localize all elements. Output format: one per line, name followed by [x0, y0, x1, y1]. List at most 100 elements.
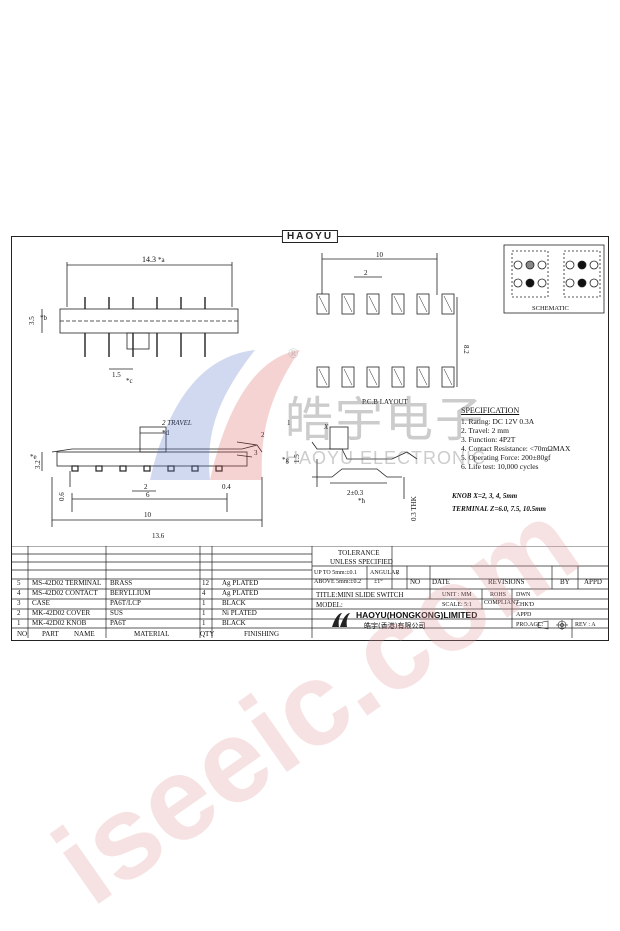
- bom-header-finishing: FINISHING: [244, 630, 279, 638]
- bom-part: MS-42D02 TERMINAL: [32, 579, 102, 587]
- bom-material: PA6T: [110, 619, 127, 627]
- note-h: *h: [358, 497, 366, 505]
- pcb-dim-82: 8.2: [462, 345, 470, 354]
- bom-material: BERYLLIUM: [110, 589, 151, 597]
- dim-side-04: 0.4: [222, 483, 231, 491]
- tol-up-to: UP TO 5mm:±0.1: [314, 570, 358, 576]
- bom-material: BRASS: [110, 579, 133, 587]
- bom-no: 4: [17, 589, 21, 597]
- dim-side-136: 13.6: [152, 532, 165, 540]
- bom-part: MK-42D02 COVER: [32, 609, 91, 617]
- bom-part: CASE: [32, 599, 50, 607]
- appd-label: APPD: [516, 612, 532, 618]
- rev-by: BY: [560, 578, 570, 586]
- angular-value: ±1°: [374, 579, 383, 585]
- spec-line: 5. Operating Force: 200±80gf: [461, 453, 551, 462]
- spec-line: 4. Contact Resistance: <70mΩMAX: [461, 444, 571, 453]
- title-block-grid: [12, 546, 608, 638]
- scale-label: SCALE: 5:1: [442, 602, 472, 608]
- spec-line: 6. Life test: 10,000 cycles: [461, 462, 539, 471]
- dim-side-10: 10: [144, 511, 152, 519]
- bom-header-qty: QTY: [200, 630, 215, 638]
- knob-thk: 0.3 THK: [410, 496, 418, 521]
- model-label: MODEL:: [316, 601, 343, 609]
- schematic-contacts: [513, 260, 599, 288]
- knob-x: X: [323, 423, 329, 431]
- rev-date: DATE: [432, 578, 450, 586]
- knob-dim-15: 1.5: [293, 454, 301, 463]
- callout-2: 2: [261, 431, 265, 439]
- spec-line: 3. Function: 4P2T: [461, 435, 516, 444]
- pcb-dim-2: 2: [364, 269, 368, 277]
- bom-material: SUS: [110, 609, 123, 617]
- rev-revisions: REVISIONS: [488, 578, 525, 586]
- bom-qty: 12: [202, 579, 209, 587]
- drawing-canvas: 14.3 *a 3.5 *b 1.5 *c 2 TRAVEL *d 2 3 *e…: [28, 244, 605, 540]
- company-name: HAOYU(HONGKONG)LIMITED: [356, 610, 478, 620]
- spec-title: SPECIFICATION: [461, 406, 520, 415]
- pcb-layout: [321, 253, 458, 387]
- dim-pitch: 1.5: [112, 371, 121, 379]
- dim-side-2: 2: [144, 483, 148, 491]
- chkd-label: CHK'D: [516, 602, 535, 608]
- projection-symbol-icon: [537, 620, 568, 630]
- tol-above: ABOVE 5mm:±0.2: [314, 579, 361, 585]
- note-g: *g: [282, 456, 290, 464]
- bom-header-name: NAME: [74, 630, 95, 638]
- spec-line: 1. Rating: DC 12V 0.3A: [461, 417, 535, 426]
- knob-detail: [311, 426, 418, 499]
- note-c: *c: [126, 377, 133, 385]
- knob-callout-1: 1: [287, 419, 291, 427]
- bom-qty: 4: [202, 589, 206, 597]
- callout-3: 3: [254, 449, 258, 457]
- bom-header-no: NO: [17, 630, 28, 638]
- side-view: [41, 426, 263, 527]
- dim-top-height: 3.5: [28, 316, 36, 325]
- unit-label: UNIT : MM: [442, 592, 472, 598]
- dim-leg: 0.6: [58, 492, 66, 501]
- note-a: *a: [158, 256, 166, 264]
- note-e: *e: [30, 453, 37, 461]
- bom-finishing: Ag PLATED: [222, 589, 259, 597]
- company-name-cn: 皓宇(香港)有限公司: [364, 622, 426, 630]
- terminal-note: TERMINAL Z=6.0, 7.5, 10.5mm: [452, 505, 546, 513]
- dim-top-width: 14.3: [142, 255, 156, 264]
- dim-side-height: 3.2: [34, 460, 42, 469]
- spec-line: 2. Travel: 2 mm: [461, 426, 509, 435]
- compliant-label: COMPLIANT: [484, 600, 520, 606]
- bom-finishing: Ni PLATED: [222, 609, 257, 617]
- bom-part: MK-42D02 KNOB: [32, 619, 87, 627]
- note-d: *d: [162, 429, 170, 437]
- rev-no: NO: [410, 578, 421, 586]
- top-view: [41, 262, 239, 370]
- rohs-label: ROHS: [490, 592, 507, 598]
- bom-finishing: Ag PLATED: [222, 579, 259, 587]
- rev-label: REV : A: [575, 622, 596, 628]
- bom-material: PA6T/LCP: [110, 599, 141, 607]
- bom-part: MS-42D02 CONTACT: [32, 589, 98, 597]
- bom-no: 2: [17, 609, 21, 617]
- note-b: *b: [40, 314, 48, 322]
- bom-qty: 1: [202, 599, 206, 607]
- unless-label: UNLESS SPECIFIED: [330, 558, 393, 566]
- company-logo-icon: [332, 613, 350, 627]
- pcb-dim-10: 10: [376, 251, 384, 259]
- knob-dim-2: 2±0.3: [347, 489, 364, 497]
- pro-agl-label: PRO.AGL:: [516, 622, 544, 628]
- bom-no: 3: [17, 599, 21, 607]
- rev-appd: APPD: [584, 578, 602, 586]
- pcb-pads: [316, 293, 455, 388]
- bom-header-material: MATERIAL: [134, 630, 170, 638]
- rev-slash: /: [397, 569, 399, 577]
- schematic-label: SCHEMATIC: [532, 305, 569, 312]
- bom-finishing: BLACK: [222, 619, 246, 627]
- tolerance-label: TOLERANCE: [338, 549, 380, 557]
- drawing-title: TITLE:MINI SLIDE SWITCH: [316, 591, 404, 599]
- pcb-title: P.C.B LAYOUT: [362, 398, 409, 406]
- dwn-label: DWN: [516, 592, 531, 598]
- brand-tab: HAOYU: [281, 230, 339, 243]
- knob-note: KNOB X=2, 3, 4, 5mm: [452, 492, 518, 500]
- bom-finishing: BLACK: [222, 599, 246, 607]
- travel-label: 2 TRAVEL: [162, 419, 192, 427]
- schematic-box: [503, 244, 605, 314]
